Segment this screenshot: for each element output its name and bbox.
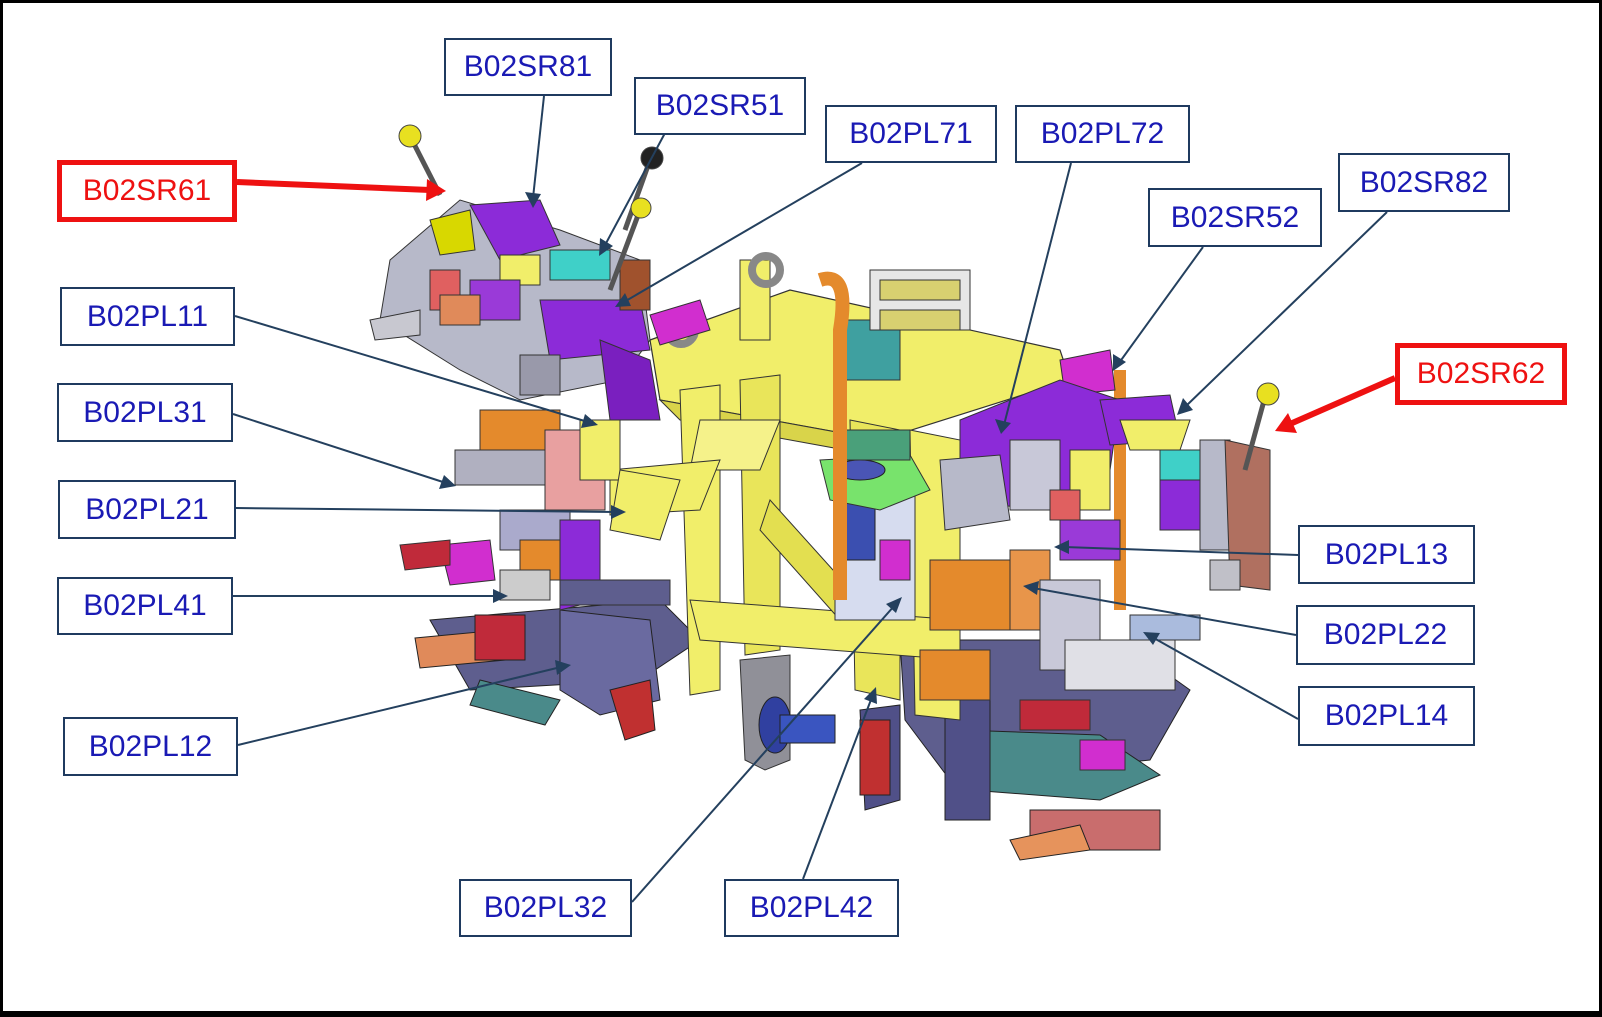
leader-pl21 [235,507,617,513]
leader-arrowheads [426,179,1297,704]
diagram-frame [3,3,1599,1011]
arrowhead-sr61 [426,179,446,201]
leader-sr52 [1118,246,1204,364]
label-b02pl41: B02PL41 [57,577,233,635]
label-b02pl32: B02PL32 [459,879,632,937]
leader-sr82 [1184,211,1388,408]
leader-sr61 [236,179,431,193]
arrowhead-sr81 [525,192,541,208]
leader-pl12 [237,666,562,746]
arrowhead-pl42 [864,687,877,704]
leader-pl32 [631,604,896,903]
label-b02pl72: B02PL72 [1015,105,1190,163]
leader-pl11 [234,315,589,423]
label-b02pl14: B02PL14 [1298,686,1475,746]
leader-pl72 [1003,162,1072,426]
leader-sr62 [1288,375,1397,427]
arrowhead-sr82 [1177,398,1193,415]
leader-pl31 [232,413,447,484]
arrowhead-sr51 [599,238,613,256]
leader-pl42 [802,696,873,880]
leader-sr81 [532,95,545,199]
arrowhead-pl22 [1023,581,1039,595]
label-b02sr81: B02SR81 [444,38,612,96]
arrowhead-pl14 [1143,632,1160,645]
bottom-roller [739,654,836,771]
arrowhead-pl11 [581,414,598,428]
arrowhead-pl72 [995,419,1011,434]
label-b02pl42: B02PL42 [724,879,899,937]
label-b02pl21: B02PL21 [58,480,236,539]
arrowhead-pl41 [493,589,508,603]
leader-pl71 [623,162,863,303]
label-b02pl12: B02PL12 [63,717,238,776]
leader-pl22 [1032,587,1297,636]
label-b02pl13: B02PL13 [1298,525,1475,584]
label-b02sr51: B02SR51 [634,77,806,135]
left-upper-clamp [369,199,661,421]
right-clamps [919,379,1271,731]
arrowhead-pl13 [1054,540,1069,554]
left-lower-clamps [399,409,681,611]
arrowhead-pl21 [611,505,626,519]
label-b02sr61: B02SR61 [57,160,237,222]
magenta-blocks [439,299,1126,771]
label-b02sr52: B02SR52 [1148,188,1322,247]
label-b02sr82: B02SR82 [1338,153,1510,212]
label-b02pl71: B02PL71 [825,105,997,163]
label-b02pl11: B02PL11 [60,287,235,346]
arrowhead-pl12 [555,660,571,675]
arrowhead-sr62 [1275,413,1297,433]
leader-pl13 [1063,546,1299,556]
label-b02sr62: B02SR62 [1395,343,1567,405]
arrowhead-sr52 [1113,354,1126,371]
arrowhead-pl31 [439,475,456,489]
arrowhead-pl71 [615,293,631,307]
leader-sr51 [603,132,666,248]
leader-pl14 [1151,636,1299,720]
label-b02pl31: B02PL31 [57,383,233,442]
center-cylinder [817,269,1126,621]
arrowhead-pl32 [886,597,902,613]
leader-lines [232,95,1397,903]
label-b02pl22: B02PL22 [1296,605,1475,665]
